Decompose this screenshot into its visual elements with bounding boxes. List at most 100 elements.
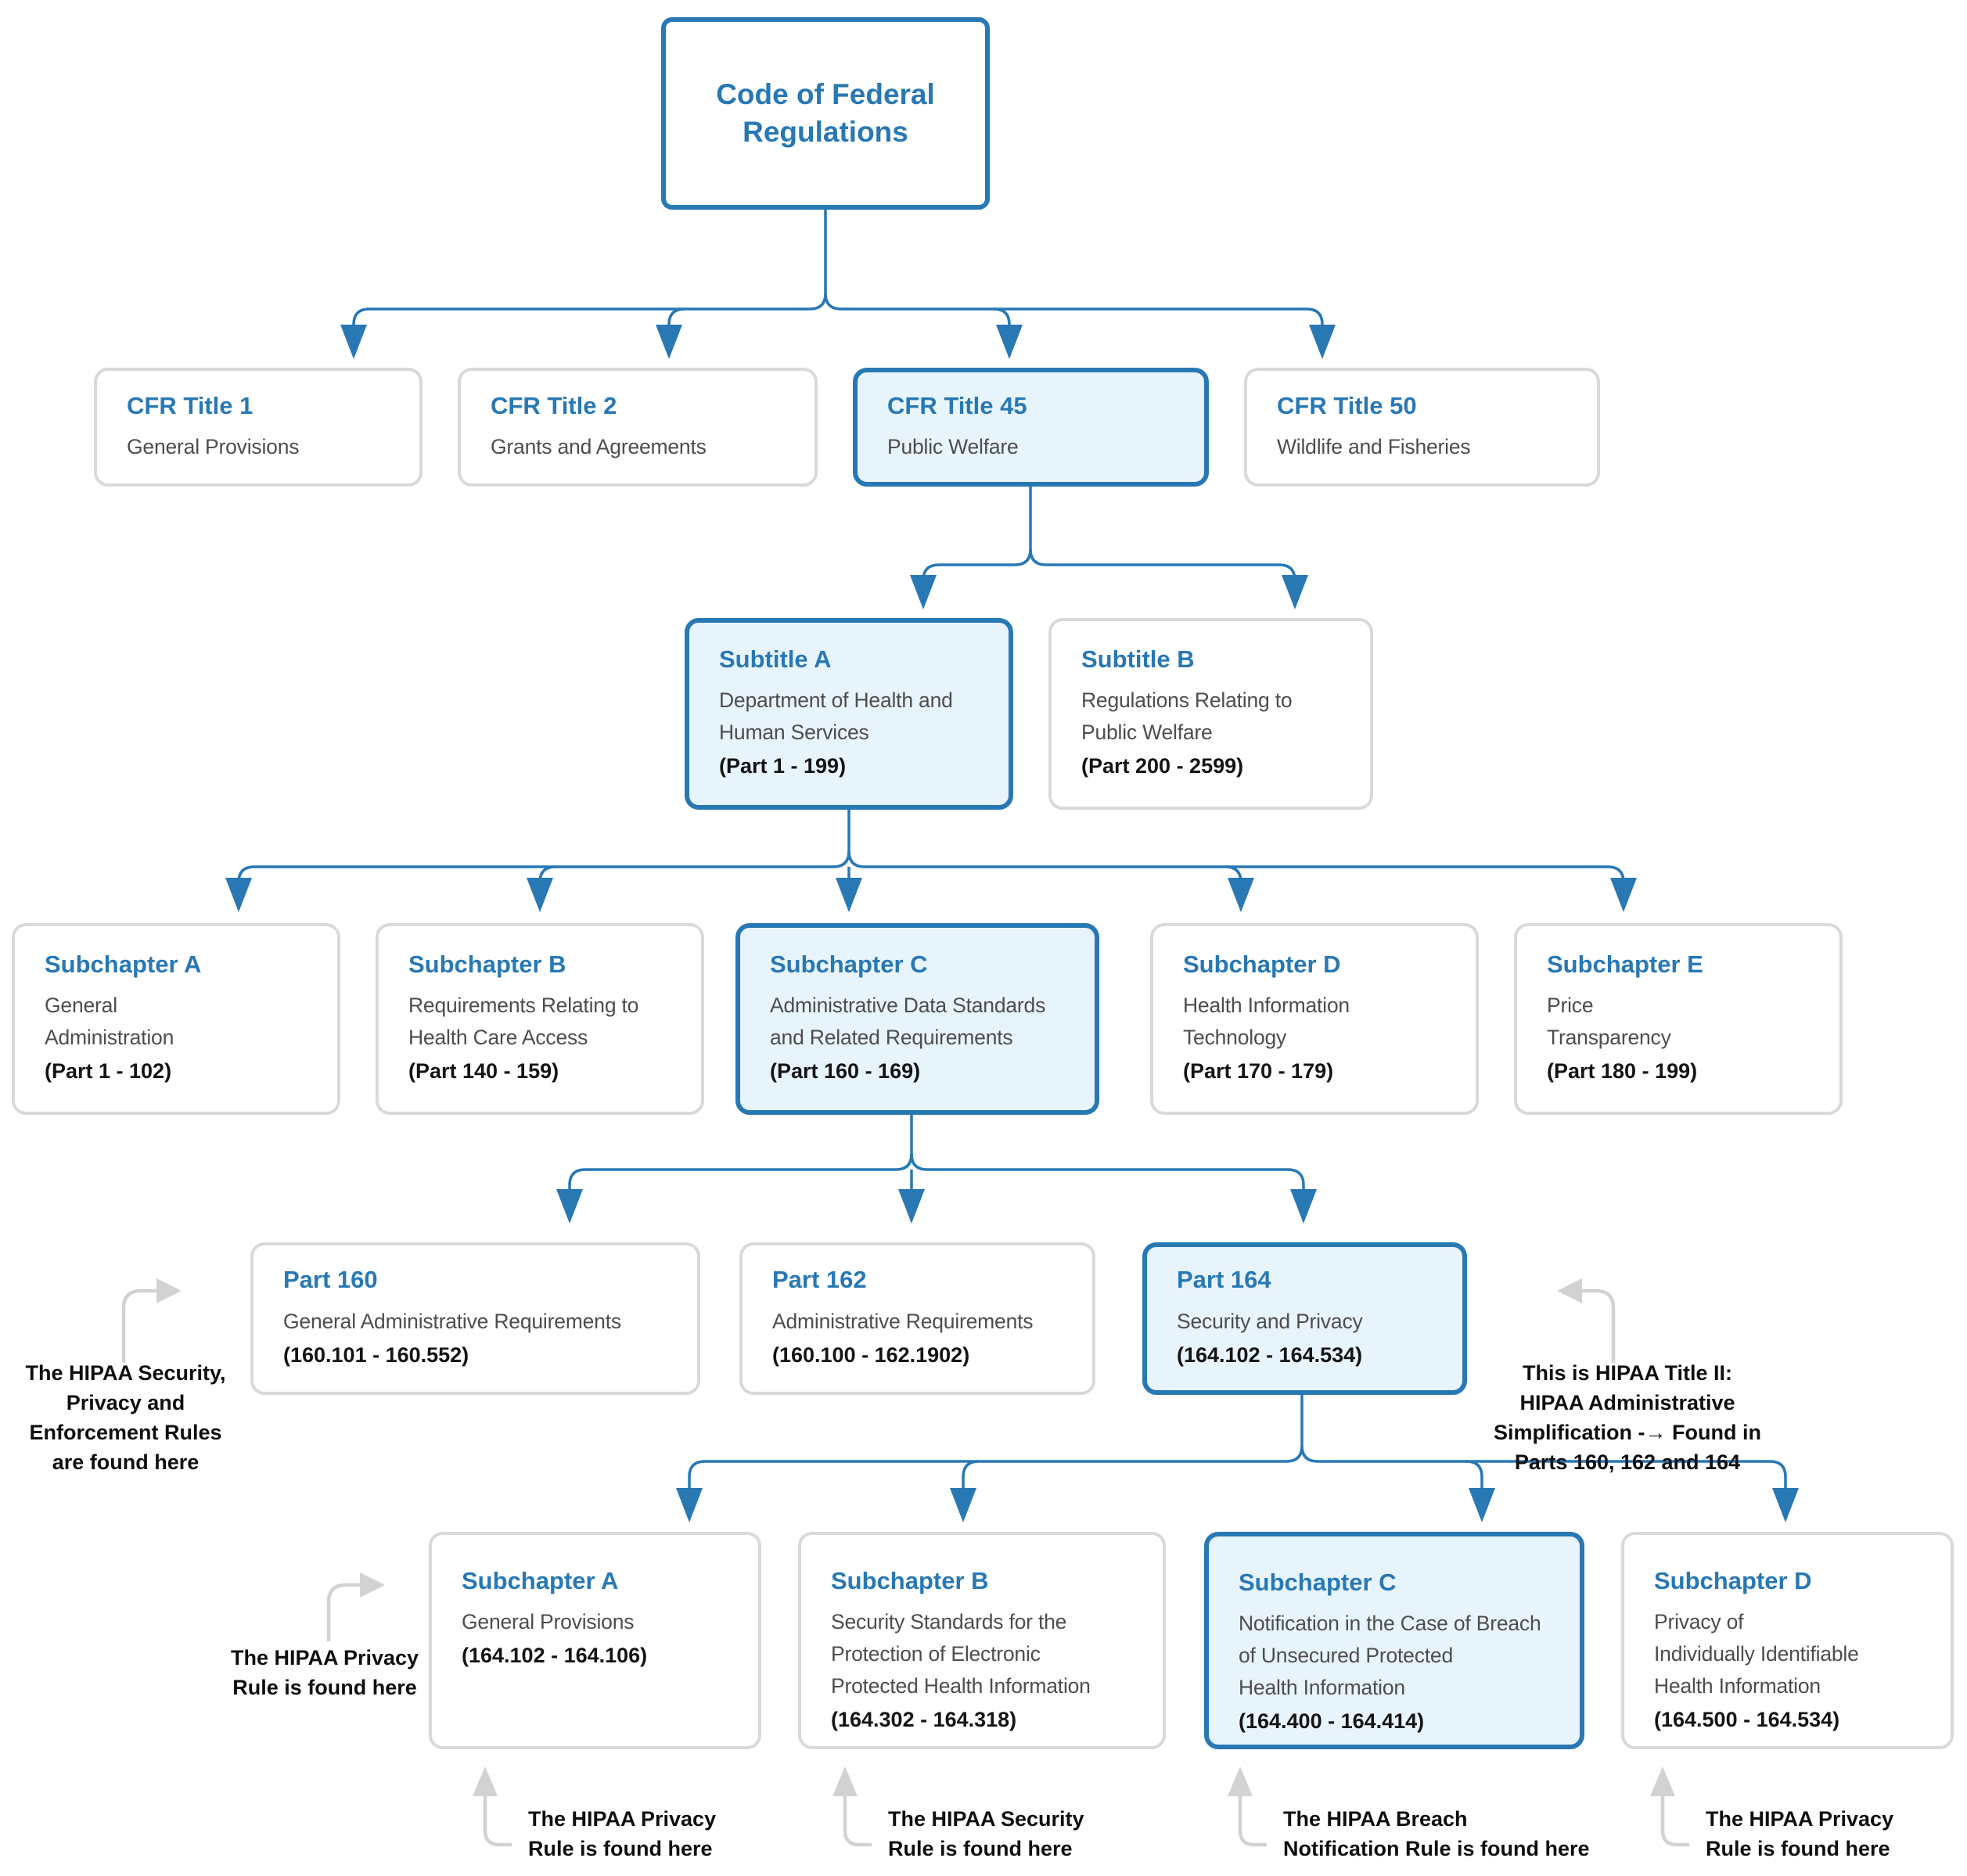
node-title: CFR Title 1 [127, 391, 254, 419]
node-cfr-root: Code of Federal Regulations [661, 17, 990, 210]
node-title: Subchapter B [831, 1567, 989, 1594]
node-title: Subchapter D [1183, 950, 1341, 978]
gray-arrow-privacy-rule-side [326, 1572, 385, 1641]
node-desc: Regulations Relating to Public Welfare [1081, 688, 1293, 745]
node-part-162: Part 162 Administrative Requirements (16… [739, 1242, 1095, 1395]
node-45-subchapter-c: Subchapter C Administrative Data Standar… [735, 923, 1099, 1115]
node-title: Part 162 [772, 1266, 867, 1294]
annotation-privacy-rule-side: The HIPAA Privacy Rule is found here [230, 1646, 419, 1699]
node-cfr-title-45: CFR Title 45 Public Welfare [853, 368, 1209, 487]
arrow-up-icon [1228, 1766, 1253, 1796]
node-range: (Part 180 - 199) [1547, 1059, 1698, 1084]
gray-arrow-security-rule-bottom [832, 1766, 872, 1847]
node-range: (Part 140 - 159) [408, 1059, 559, 1084]
arrow-up-icon [832, 1766, 858, 1796]
node-desc: Administrative Requirements [772, 1309, 1034, 1333]
annotation-rules-found-here: The HIPAA Security, Privacy and Enforcem… [25, 1361, 226, 1474]
node-desc: Administrative Data Standards and Relate… [770, 994, 1046, 1050]
arrowhead-icon [1772, 1488, 1799, 1522]
gray-arrow-breach-rule-bottom [1228, 1766, 1267, 1847]
arrowhead-icon [1469, 1488, 1495, 1522]
node-part-164: Part 164 Security and Privacy (164.102 -… [1142, 1242, 1467, 1395]
tree-connector-root-to-titles [340, 210, 1336, 359]
annotation-hipaa-title-2: This is HIPAA Title II: HIPAA Administra… [1494, 1361, 1761, 1474]
node-range: (Part 170 - 179) [1183, 1059, 1334, 1084]
tree-connector-title45-to-subtitles [910, 487, 1308, 609]
node-range: (164.500 - 164.534) [1654, 1708, 1840, 1732]
node-164-subchapter-c: Subchapter C Notification in the Case of… [1204, 1532, 1584, 1749]
arrowhead-icon [950, 1488, 976, 1522]
annotation-privacy-rule-bottom-2: The HIPAA Privacy Rule is found here [1706, 1807, 1894, 1860]
annotation-privacy-rule-bottom-1: The HIPAA Privacy Rule is found here [528, 1807, 717, 1860]
node-title: Part 164 [1177, 1266, 1271, 1294]
arrowhead-icon [225, 878, 252, 912]
arrowhead-icon [898, 1189, 925, 1224]
node-desc: Price Transparency [1547, 994, 1671, 1050]
tree-connector-subtitleA-to-subchapters [225, 810, 1637, 912]
arrow-up-icon [473, 1766, 498, 1796]
gray-arrow-hipaa-title-2 [1557, 1278, 1616, 1363]
node-164-subchapter-d: Subchapter D Privacy of Individually Ide… [1621, 1532, 1954, 1749]
node-45-subchapter-d: Subchapter D Health Information Technolo… [1150, 923, 1479, 1115]
tree-connector-part164-to-subchapters [676, 1395, 1799, 1522]
node-164-subchapter-a: Subchapter A General Provisions (164.102… [429, 1532, 761, 1749]
node-45-subchapter-b: Subchapter B Requirements Relating to He… [376, 923, 704, 1115]
node-title: CFR Title 2 [491, 391, 617, 419]
node-desc: Health Information Technology [1183, 994, 1350, 1050]
node-range: (164.102 - 164.106) [462, 1644, 648, 1668]
gray-arrow-privacy-rule-bottom-2 [1650, 1766, 1689, 1847]
node-cfr-title-1: CFR Title 1 General Provisions [94, 368, 423, 487]
node-desc: Requirements Relating to Health Care Acc… [408, 994, 639, 1050]
node-desc: General Administration [45, 994, 174, 1050]
arrow-right-icon [156, 1278, 182, 1303]
arrowhead-icon [1290, 1189, 1317, 1224]
annotation-breach-rule-bottom: The HIPAA Breach Notification Rule is fo… [1283, 1807, 1590, 1860]
arrow-right-icon [360, 1572, 385, 1597]
node-range: (164.302 - 164.318) [831, 1708, 1017, 1732]
node-desc: Privacy of Individually Identifiable Hea… [1654, 1610, 1859, 1698]
node-desc: Public Welfare [887, 435, 1019, 459]
arrow-left-icon [1557, 1278, 1582, 1303]
node-45-subchapter-a: Subchapter A General Administration (Par… [12, 923, 340, 1115]
node-title: Subchapter B [408, 950, 566, 978]
node-subtitle-b: Subtitle B Regulations Relating to Publi… [1048, 618, 1373, 810]
node-45-subchapter-e: Subchapter E Price Transparency (Part 18… [1514, 923, 1843, 1115]
node-range: (Part 1 - 102) [45, 1059, 172, 1084]
node-desc: Department of Health and Human Services [719, 688, 953, 745]
gray-arrow-privacy-rule-bottom-1 [473, 1766, 512, 1847]
node-cfr-title-2: CFR Title 2 Grants and Agreements [458, 368, 818, 487]
arrowhead-icon [676, 1488, 703, 1522]
node-desc: General Provisions [127, 435, 300, 459]
node-164-subchapter-b: Subchapter B Security Standards for the … [798, 1532, 1166, 1749]
node-subtitle-a: Subtitle A Department of Health and Huma… [685, 618, 1013, 810]
node-title: Subchapter C [1239, 1569, 1397, 1596]
node-title: CFR Title 45 [887, 391, 1027, 419]
node-desc: Grants and Agreements [491, 435, 707, 459]
node-title: CFR Title 50 [1277, 391, 1417, 419]
arrowhead-icon [527, 878, 553, 912]
node-title: Subchapter A [462, 1567, 619, 1594]
tree-connector-subchapterC-to-parts [556, 1115, 1317, 1224]
node-title: Subchapter E [1547, 950, 1703, 978]
arrowhead-icon [910, 575, 937, 609]
node-title: Subtitle B [1081, 645, 1195, 673]
arrowhead-icon [656, 325, 682, 359]
node-range: (Part 160 - 169) [770, 1059, 921, 1084]
node-desc: Security Standards for the Protection of… [831, 1610, 1091, 1698]
annotation-security-rule-bottom: The HIPAA Security Rule is found here [888, 1807, 1084, 1860]
arrowhead-icon [1309, 325, 1336, 359]
node-title: Subchapter D [1654, 1567, 1812, 1594]
node-desc: Notification in the Case of Breach of Un… [1239, 1612, 1541, 1700]
arrow-up-icon [1650, 1766, 1675, 1796]
arrowhead-icon [1282, 575, 1308, 609]
arrowhead-icon [836, 878, 862, 912]
node-title: Part 160 [283, 1266, 378, 1294]
node-range: (Part 200 - 2599) [1081, 754, 1244, 778]
node-title: Subchapter A [45, 950, 202, 978]
node-title: Code of Federal Regulations [716, 77, 935, 148]
arrowhead-icon [1610, 878, 1637, 912]
arrowhead-icon [340, 325, 367, 359]
node-desc: General Administrative Requirements [283, 1309, 621, 1333]
